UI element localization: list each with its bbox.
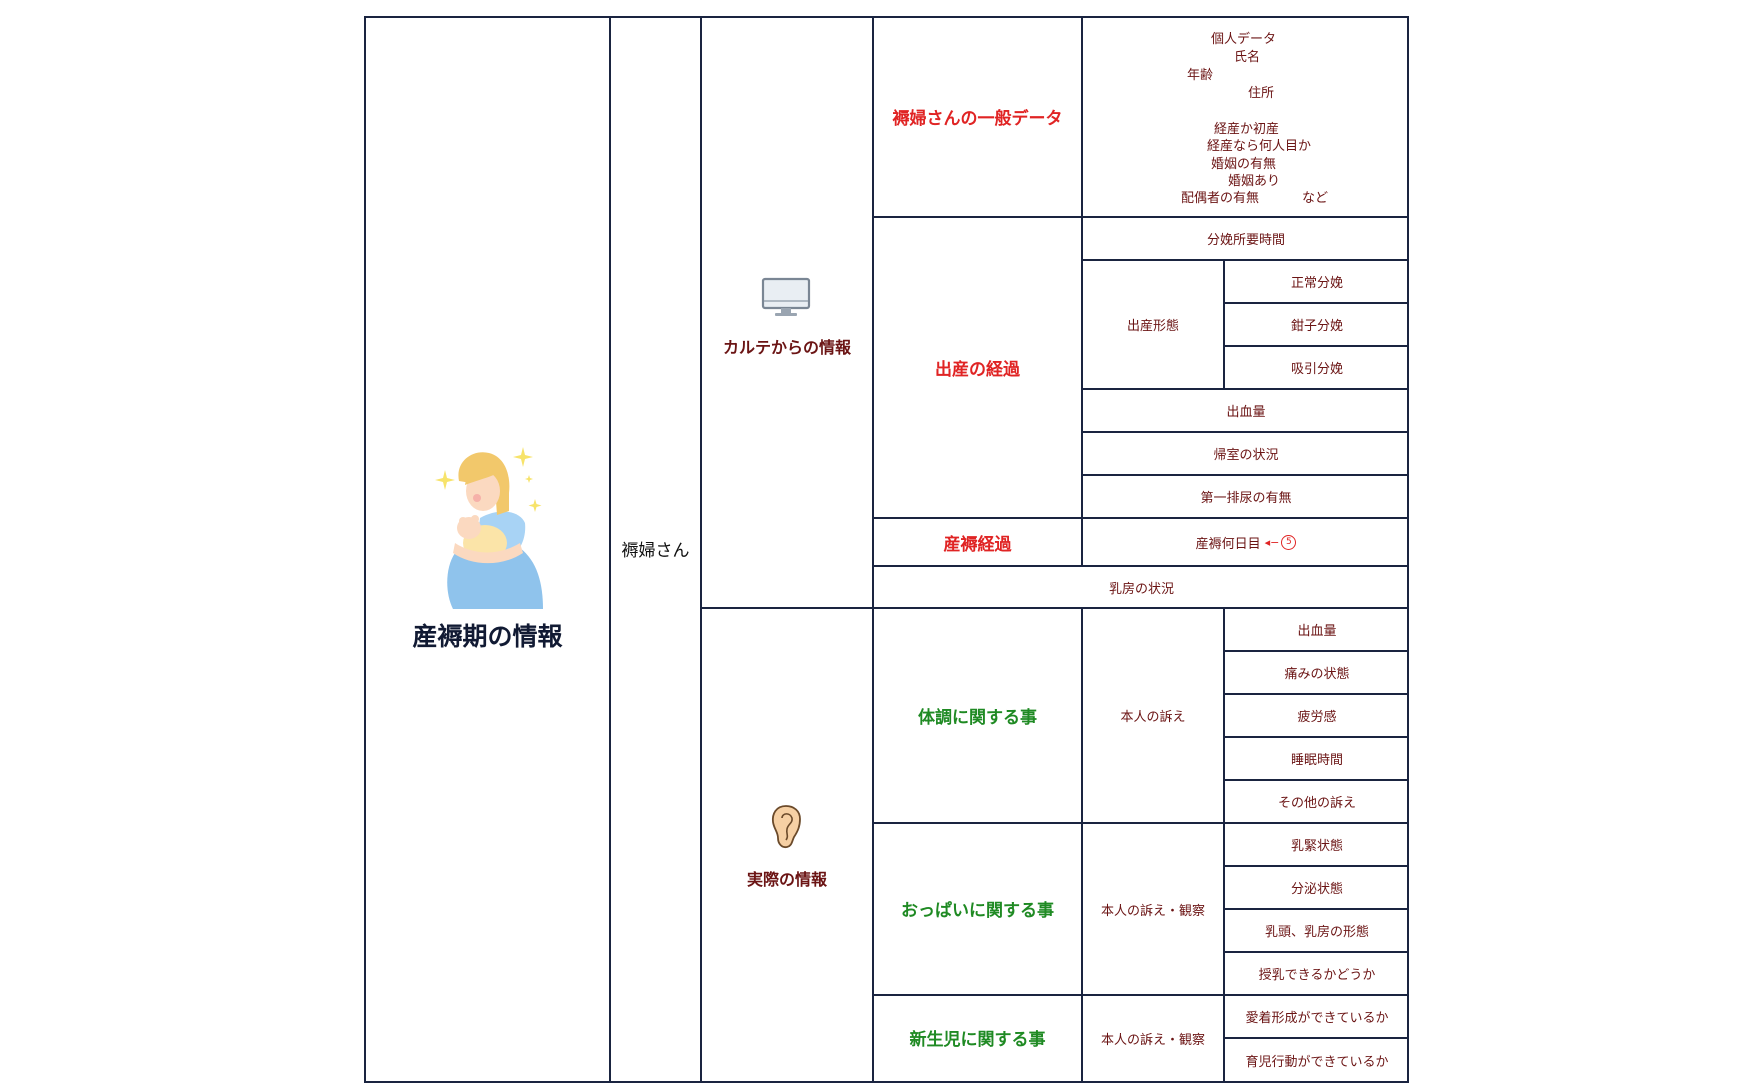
column-divider [872, 16, 874, 1083]
column-divider [1223, 607, 1225, 1083]
row-divider [872, 565, 1409, 567]
newborn-item: 育児行動ができているか [1245, 1054, 1389, 1070]
row-divider [872, 822, 1409, 824]
breast-item: 授乳できるかどうか [1258, 968, 1376, 983]
row-divider [700, 607, 1409, 609]
row-divider [1223, 865, 1409, 867]
general-data-item: 氏名 [1234, 50, 1261, 65]
delivery-type-normal: 正常分娩 [1290, 276, 1343, 291]
general-data-item: 年齢 [1187, 68, 1214, 83]
row-divider [872, 216, 1409, 218]
postpartum-day: 産褥何日目 ◂−5 [1083, 519, 1409, 565]
column-divider [1223, 259, 1225, 389]
breast-state: 乳房の状況 [1108, 581, 1174, 597]
row-divider [1081, 431, 1409, 433]
info-table-frame [364, 16, 1409, 1083]
physical-complaint-label: 本人の訴え [1120, 710, 1186, 725]
first-urination: 第一排尿の有無 [1200, 491, 1292, 506]
row-divider [1081, 474, 1409, 476]
row-divider [1223, 951, 1409, 953]
blood-loss: 出血量 [1226, 405, 1266, 420]
physical-heading: 体調に関する事 [918, 707, 1037, 728]
labor-time: 分娩所要時間 [1206, 233, 1285, 248]
column-divider [700, 16, 702, 1083]
row-divider [1223, 736, 1409, 738]
newborn-item: 愛着形成ができているか [1245, 1011, 1389, 1026]
physical-item: 睡眠時間 [1290, 753, 1343, 768]
general-data-item: 配偶者の有無 [1181, 191, 1260, 206]
column-divider [1081, 16, 1083, 565]
breast-item: 乳緊状態 [1290, 839, 1343, 854]
newborn-heading: 新生児に関する事 [909, 1029, 1046, 1050]
general-data-heading: 褥婦さんの一般データ [892, 108, 1063, 129]
general-data-item: 経産なら何人目か [1207, 139, 1312, 154]
row-divider [1223, 302, 1409, 304]
actual-info-label: 実際の情報 [746, 870, 827, 889]
breastfeeding-mother-illustration [425, 443, 545, 611]
physical-item: 疲労感 [1297, 710, 1337, 725]
ear-icon [770, 804, 802, 850]
day-badge-icon: ◂−5 [1265, 534, 1297, 550]
general-data-item: 婚姻の有無 [1211, 157, 1277, 172]
row-divider [1223, 650, 1409, 652]
general-data-item: など [1302, 191, 1329, 206]
general-data-item: 経産か初産 [1214, 122, 1280, 137]
row-divider [1223, 345, 1409, 347]
delivery-type-label: 出産形態 [1126, 319, 1179, 334]
row-divider [1081, 259, 1409, 261]
general-data-item: 婚姻あり [1228, 174, 1281, 189]
main-title: 産褥期の情報 [412, 622, 563, 651]
breast-heading: おっぱいに関する事 [901, 900, 1054, 921]
row-divider [1223, 693, 1409, 695]
return-room-status: 帰室の状況 [1213, 448, 1279, 463]
physical-item: その他の訴え [1277, 796, 1356, 811]
physical-item: 出血量 [1297, 624, 1337, 639]
puerpera-label: 褥婦さん [621, 540, 690, 561]
monitor-icon [761, 277, 811, 317]
breast-observation-label: 本人の訴え・観察 [1100, 903, 1205, 919]
physical-item: 痛みの状態 [1284, 667, 1350, 682]
chart-info-label: カルテからの情報 [722, 338, 851, 357]
breast-item: 分泌状態 [1290, 882, 1343, 897]
newborn-observation-label: 本人の訴え・観察 [1100, 1033, 1205, 1048]
column-divider [609, 16, 611, 1083]
general-data-item: 個人データ [1211, 32, 1277, 47]
postpartum-course-heading: 産褥経過 [943, 534, 1012, 555]
row-divider [1223, 1037, 1409, 1039]
delivery-course-heading: 出産の経過 [935, 359, 1020, 380]
row-divider [1223, 908, 1409, 910]
breast-item: 乳頭、乳房の形態 [1264, 925, 1369, 940]
delivery-type-vacuum: 吸引分娩 [1290, 362, 1343, 377]
general-data-item: 住所 [1248, 86, 1275, 101]
delivery-type-forceps: 鉗子分娩 [1290, 319, 1343, 334]
row-divider [872, 994, 1409, 996]
postpartum-day-label: 産褥何日目 [1195, 536, 1261, 552]
column-divider [1081, 607, 1083, 1083]
day-badge-number: 5 [1281, 534, 1297, 550]
row-divider [872, 517, 1409, 519]
row-divider [1081, 388, 1409, 390]
row-divider [1223, 779, 1409, 781]
